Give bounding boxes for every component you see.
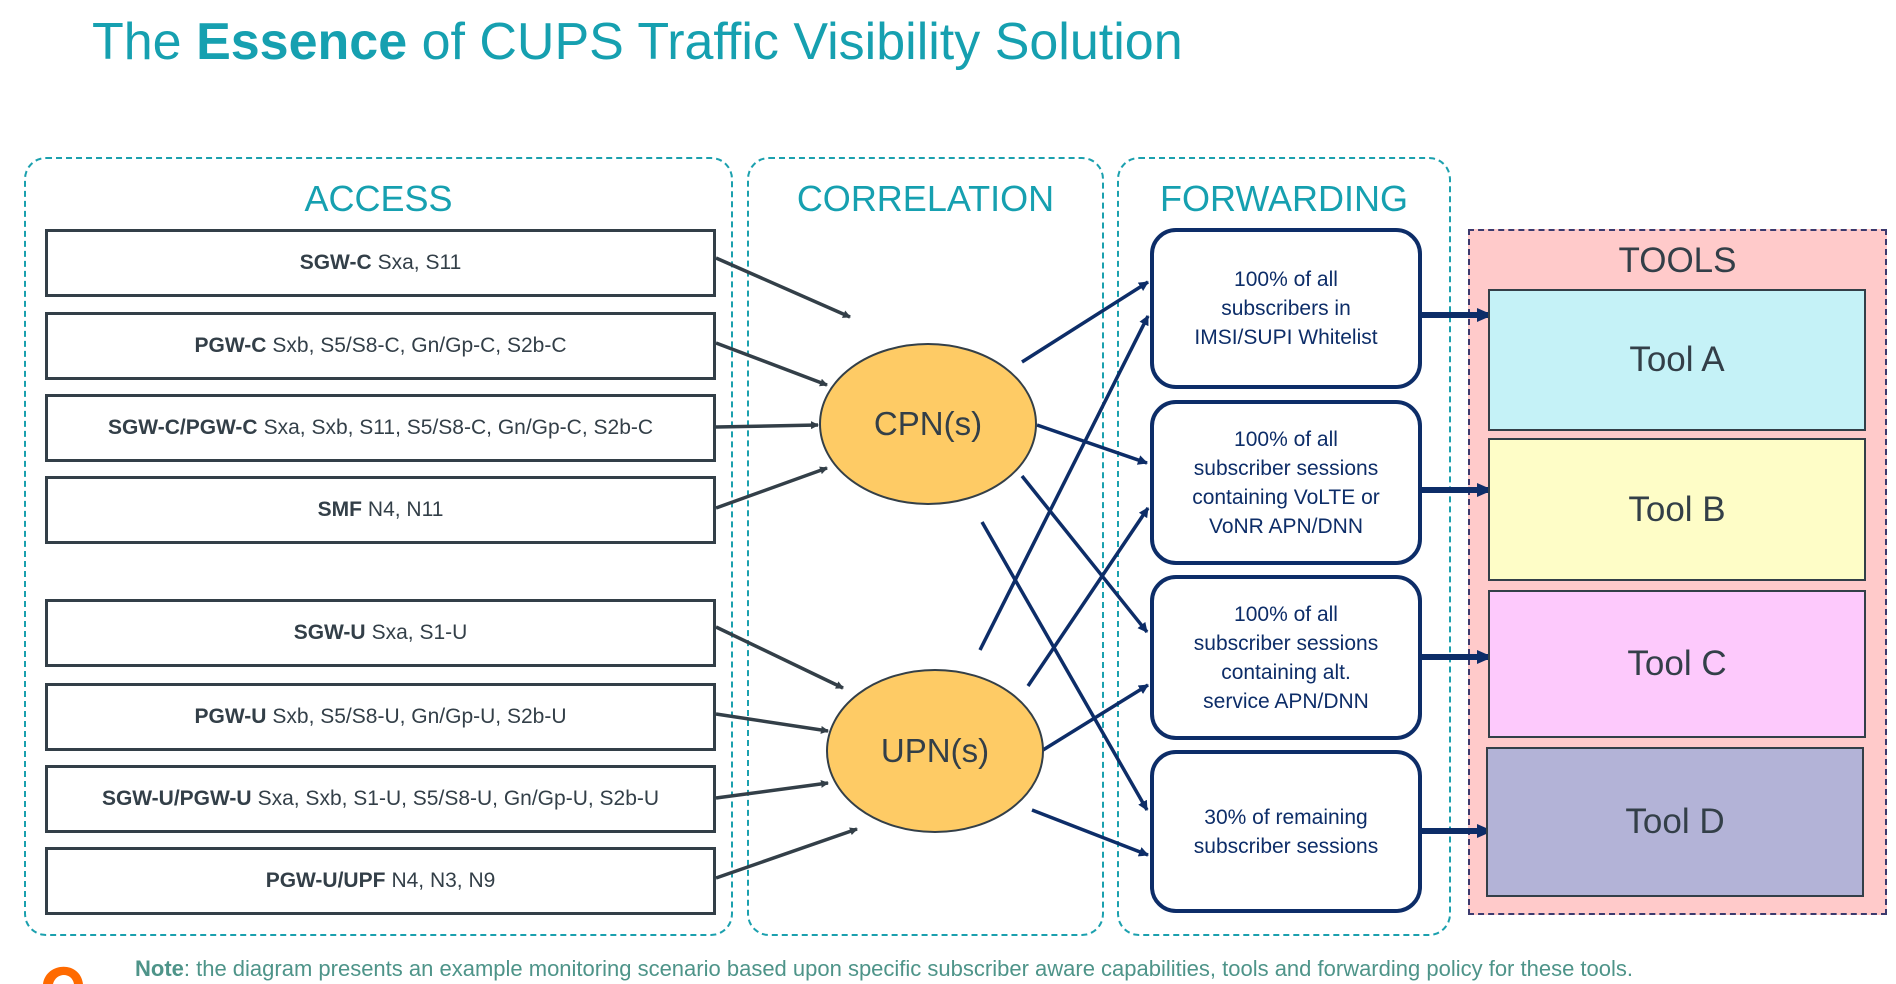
cpn-node <box>819 343 1037 505</box>
brand-logo-icon <box>43 966 83 984</box>
forwarding-rule-3: 100% of all subscriber sessions containing… <box>1150 575 1422 740</box>
arrow-pgw-u-to-upn <box>715 712 829 734</box>
rule-line: 100% of all <box>1234 427 1338 451</box>
arrow-sgw-u-to-upn <box>715 625 844 690</box>
tool-c: Tool C <box>1488 590 1866 738</box>
access-item-name: SGW-C/PGW-C <box>107 416 258 439</box>
upn-node <box>826 669 1044 833</box>
tool-a: Tool A <box>1488 289 1866 431</box>
page-title: The Essence of CUPS Traffic Visibility S… <box>92 12 1183 72</box>
correlation-label: CORRELATION <box>796 178 1055 219</box>
upn-label: UPN(s) <box>880 732 990 769</box>
forwarding-rule-2: 100% of all subscriber sessions containing… <box>1150 400 1422 565</box>
access-item-name: PGW-U/UPF <box>265 869 386 892</box>
footnote-text: : the diagram presents an example monito… <box>183 956 1634 981</box>
tool-label: Tool B <box>1628 489 1726 529</box>
access-item-interfaces: N4, N3, N9 <box>391 869 496 892</box>
tool-label: Tool D <box>1625 802 1725 841</box>
access-item-interfaces: Sxb, S5/S8-C, Gn/Gp-C, S2b-C <box>272 334 567 357</box>
arrow-pgw-u-upf-to-upn <box>715 827 858 880</box>
rule-line: service APN/DNN <box>1203 689 1369 713</box>
arrow-cpn-to-rule-1 <box>1021 280 1149 364</box>
arrow-pgw-c-to-cpn <box>715 341 828 387</box>
access-item-interfaces: Sxb, S5/S8-U, Gn/Gp-U, S2b-U <box>272 705 567 728</box>
rule-line: subscribers in <box>1221 297 1351 320</box>
forwarding-label: FORWARDING <box>1160 178 1408 219</box>
arrow-cpn-to-rule-2 <box>1036 423 1148 465</box>
forwarding-region: FORWARDING <box>1117 157 1451 936</box>
arrow-sgw-c-pgw-c-to-cpn <box>715 421 819 430</box>
tool-label: Tool C <box>1627 644 1727 683</box>
access-item-name: PGW-C <box>194 334 267 357</box>
rule-line: 100% of all <box>1234 268 1338 291</box>
title-suffix: of CUPS Traffic Visibility Solution <box>421 13 1183 71</box>
title-bold-word: Essence <box>196 13 408 71</box>
rule-line: 30% of remaining <box>1204 805 1368 829</box>
access-item-interfaces: Sxa, Sxb, S1-U, S5/S8-U, Gn/Gp-U, S2b-U <box>257 787 660 810</box>
title-prefix: The <box>92 13 182 71</box>
access-item-interfaces: Sxa, S11 <box>377 251 462 274</box>
footnote: Note: the diagram presents an example mo… <box>135 955 1633 983</box>
access-item-name: SGW-U/PGW-U <box>101 787 252 810</box>
rule-line: VoNR APN/DNN <box>1208 514 1364 538</box>
forwarding-rule-1: 100% of all subscribers in IMSI/SUPI White… <box>1150 228 1422 389</box>
access-item-name: PGW-U <box>194 705 267 728</box>
cpn-label: CPN(s) <box>873 405 983 442</box>
access-item-interfaces: N4, N11 <box>367 498 444 521</box>
arrow-smf-to-cpn <box>715 466 828 510</box>
arrow-cpn-to-rule-4 <box>980 521 1149 811</box>
arrow-upn-to-rule-3 <box>1042 683 1149 752</box>
rule-line: containing VoLTE or <box>1192 485 1380 509</box>
correlation-region: CORRELATION <box>747 157 1104 936</box>
access-item-name: SGW-C <box>299 251 372 274</box>
arrow-cpn-to-rule-3 <box>1020 474 1149 634</box>
arrow-sgw-c-to-cpn <box>715 256 851 319</box>
tool-b: Tool B <box>1488 438 1866 581</box>
access-item-interfaces: Sxa, Sxb, S11, S5/S8-C, Gn/Gp-C, S2b-C <box>263 416 654 439</box>
access-region: ACCESS <box>24 157 733 936</box>
access-item-name: SMF <box>317 498 362 521</box>
tools-label: TOOLS <box>1618 241 1737 280</box>
access-label: ACCESS <box>304 178 453 219</box>
rule-line: containing alt. <box>1221 660 1351 684</box>
rule-line: subscriber sessions <box>1193 631 1379 655</box>
rule-line: IMSI/SUPI Whitelist <box>1194 326 1378 349</box>
access-item-name: SGW-U <box>293 621 366 644</box>
tool-label: Tool A <box>1629 340 1725 379</box>
arrow-upn-to-rule-4 <box>1031 808 1149 857</box>
rule-line: subscriber sessions <box>1193 456 1379 480</box>
tool-d: Tool D <box>1486 747 1864 897</box>
arrow-upn-to-rule-2 <box>1026 507 1150 687</box>
rule-line: 100% of all <box>1234 602 1338 626</box>
forwarding-rule-4: 30% of remaining subscriber sessions <box>1150 750 1422 913</box>
arrow-sgw-u-pgw-u-to-upn <box>715 779 829 800</box>
arrow-upn-to-rule-1 <box>978 315 1150 651</box>
access-item-interfaces: Sxa, S1-U <box>371 621 468 644</box>
footnote-label: Note <box>135 956 184 981</box>
rule-line: subscriber sessions <box>1193 834 1379 858</box>
